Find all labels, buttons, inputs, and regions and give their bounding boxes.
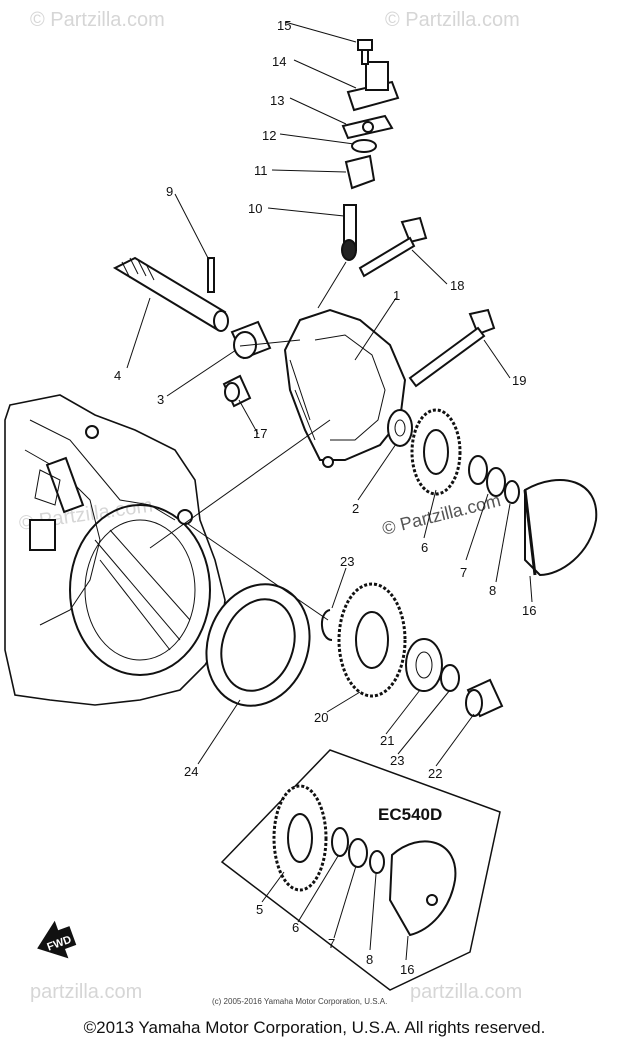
bolt-19 bbox=[408, 308, 496, 388]
seal-ring bbox=[205, 583, 311, 707]
callout-14: 14 bbox=[272, 54, 286, 69]
inset-washer-7 bbox=[348, 838, 368, 868]
callout-23-top: 23 bbox=[340, 554, 354, 569]
callout-24: 24 bbox=[184, 764, 198, 779]
inset-cover bbox=[388, 840, 457, 937]
variant-inset: EC540D 5 6 7 8 16 bbox=[220, 749, 501, 991]
leader-lines bbox=[126, 21, 533, 767]
drive-sprocket bbox=[410, 408, 462, 496]
thrust-washer bbox=[387, 409, 413, 447]
callout-4: 4 bbox=[114, 368, 121, 383]
watermark-bottom-right: partzilla.com bbox=[410, 981, 522, 1003]
sleeve bbox=[344, 154, 376, 190]
gear-shaft bbox=[341, 204, 357, 261]
o-ring bbox=[351, 139, 377, 153]
watermark-top-right: © Partzilla.com bbox=[385, 9, 520, 31]
spacer-washer bbox=[440, 664, 460, 692]
callout-7: 7 bbox=[460, 565, 467, 580]
callout-2: 2 bbox=[352, 501, 359, 516]
callout-15: 15 bbox=[277, 18, 291, 33]
callout-21: 21 bbox=[380, 733, 394, 748]
variant-label: EC540D bbox=[378, 805, 442, 824]
gear-housing bbox=[283, 308, 407, 468]
inset-callout-6: 6 bbox=[292, 920, 299, 935]
collar bbox=[465, 678, 504, 718]
fwd-arrow-icon: FWD bbox=[37, 920, 77, 959]
watermark-bottom-left: partzilla.com bbox=[30, 981, 142, 1003]
callout-6: 6 bbox=[421, 540, 428, 555]
inset-callout-8: 8 bbox=[366, 952, 373, 967]
callout-17: 17 bbox=[253, 426, 267, 441]
sprocket-cover bbox=[523, 479, 598, 577]
callout-16: 16 bbox=[522, 603, 536, 618]
washer-set bbox=[468, 455, 520, 504]
watermark-center: © Partzilla.com bbox=[380, 490, 503, 539]
crankcase bbox=[4, 394, 226, 706]
callout-19: 19 bbox=[512, 373, 526, 388]
inset-callout-16: 16 bbox=[400, 962, 414, 977]
callout-13: 13 bbox=[270, 93, 284, 108]
callout-12: 12 bbox=[262, 128, 276, 143]
drive-shaft bbox=[112, 256, 229, 332]
callout-10: 10 bbox=[248, 201, 262, 216]
circlip bbox=[321, 609, 333, 641]
callout-23-bottom: 23 bbox=[390, 753, 404, 768]
inset-washer-6 bbox=[331, 827, 349, 857]
inset-callout-7: 7 bbox=[328, 936, 335, 951]
copyright-footer: ©2013 Yamaha Motor Corporation, U.S.A. A… bbox=[83, 1018, 546, 1037]
callout-8: 8 bbox=[489, 583, 496, 598]
copyright-small: (c) 2005-2016 Yamaha Motor Corporation, … bbox=[212, 997, 387, 1006]
dowel bbox=[222, 374, 252, 408]
bushing bbox=[230, 320, 272, 360]
inset-callout-5: 5 bbox=[256, 902, 263, 917]
bolt-18 bbox=[358, 216, 428, 278]
idler-gear bbox=[337, 582, 407, 698]
callout-18: 18 bbox=[450, 278, 464, 293]
callout-20: 20 bbox=[314, 710, 328, 725]
gasket bbox=[341, 114, 394, 140]
callouts: 15 14 13 12 11 10 9 4 3 17 1 18 19 2 6 7… bbox=[114, 18, 536, 781]
watermark-top-left: © Partzilla.com bbox=[30, 9, 165, 31]
inset-washer-8 bbox=[369, 850, 385, 874]
callout-3: 3 bbox=[157, 392, 164, 407]
callout-11: 11 bbox=[254, 163, 268, 178]
callout-22: 22 bbox=[428, 766, 442, 781]
pin bbox=[207, 257, 215, 293]
bearing bbox=[405, 638, 443, 692]
callout-1: 1 bbox=[393, 288, 400, 303]
callout-9: 9 bbox=[166, 184, 173, 199]
meter-gear-cover bbox=[346, 61, 400, 112]
screw bbox=[357, 39, 373, 65]
